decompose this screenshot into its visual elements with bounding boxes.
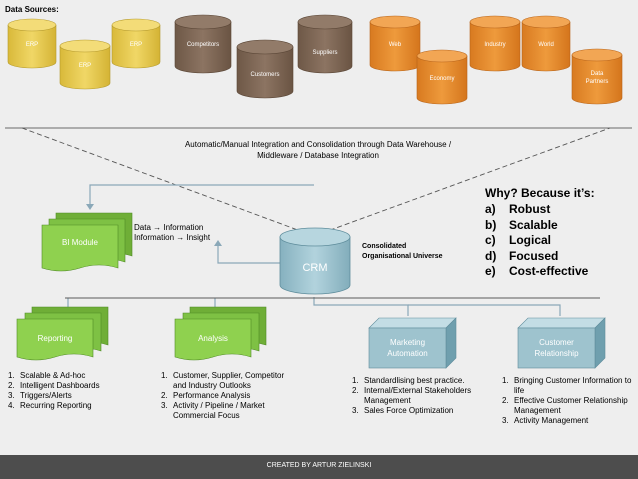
footer-bar [0,455,638,479]
list-item: 3.Triggers/Alerts [8,391,72,400]
why-item: Scalable [509,217,558,232]
analysis-label: Analysis [198,334,228,343]
connector-lines [67,184,561,316]
source-label-erp-1: ERP [25,42,39,48]
why-item: Cost-effective [509,264,589,278]
data-sources-title: Data Sources: [5,5,59,14]
why-item: Logical [509,233,552,247]
why-letter: c) [485,233,496,247]
integration-funnel [21,127,611,237]
list-item: 2.Internal/External Stakeholders Managem… [352,386,472,405]
source-industry [469,15,521,72]
list-item: 2.Effective Customer Relationship Manage… [502,396,628,415]
footer-credit: CREATED BY ARTUR ZIELINSKI [266,462,372,469]
why-letter: a) [485,202,496,216]
arrow-transform [214,240,222,246]
reporting-label: Reporting [37,334,73,343]
source-competitors [174,14,232,74]
list-item: 3.Activity / Pipeline / Market Commercia… [161,401,265,420]
customer-relationship-list: 1.Bringing Customer Information to life … [502,376,634,426]
marketing-list: 1.Standardlising best practice. 2.Intern… [352,376,484,416]
list-item: 1.Customer, Supplier, Competitor and Ind… [161,371,285,390]
source-label-suppliers: Suppliers [312,50,338,56]
source-label-web: Web [388,42,402,48]
list-item: 3.Sales Force Optimization [352,406,454,415]
customer-relationship-label: Customer Relationship [534,338,579,358]
list-item: 1.Standardlising best practice. [352,376,465,385]
source-label-industry: Industry [484,42,506,48]
why-list: a)Robust b)Scalable c)Logical d)Focused … [485,202,588,280]
source-label-economy: Economy [429,76,455,82]
source-data-partners [571,48,623,105]
analysis-list: 1.Customer, Supplier, Competitor and Ind… [161,371,286,421]
list-item: 3.Activity Management [502,416,589,425]
integration-text: Automatic/Manual Integration and Consoli… [184,140,452,160]
crm-label: CRM [302,262,328,274]
source-web [369,15,421,72]
source-label-erp-3: ERP [129,42,143,48]
reporting-stack [16,306,109,361]
list-item: 2.Intelligent Dashboards [8,381,100,390]
transform-text: Data → Information Information → Insight [134,223,210,243]
source-label-data-partners: Data Partners [585,71,609,85]
source-label-competitors: Competitors [186,42,220,48]
list-item: 2.Performance Analysis [161,391,251,400]
why-letter: d) [485,248,497,263]
bi-module-stack [41,212,133,272]
list-item: 1.Scalable & Ad-hoc [8,371,86,380]
transform-line-2: Information → Insight [134,233,211,242]
source-world [521,15,571,72]
customer-relationship-box [517,317,606,369]
source-label-world: World [538,42,554,48]
why-title: Why? Because it’s: [485,186,595,200]
marketing-automation-box [368,317,457,369]
analysis-stack [174,306,267,361]
bi-module-label: BI Module [61,238,99,247]
arrow-bi [86,204,94,210]
marketing-automation-label: Marketing Automation [387,338,428,358]
source-label-customers: Customers [250,72,280,78]
source-suppliers [297,14,353,74]
why-item: Focused [509,248,559,263]
why-item: Robust [509,202,551,216]
transform-line-1: Data → Information [134,223,204,232]
source-erp-3 [111,18,161,69]
source-label-erp-2: ERP [78,63,92,69]
universe-text: Consolidated Organisational Universe [362,243,443,260]
reporting-list: 1.Scalable & Ad-hoc 2.Intelligent Dashbo… [8,371,158,411]
source-erp-1 [7,18,57,69]
list-item: 1.Bringing Customer Information to life [502,376,632,395]
source-economy [416,49,468,105]
source-erp-2 [59,39,111,90]
why-letter: b) [485,217,497,232]
why-letter: e) [485,264,496,278]
list-item: 4.Recurring Reporting [8,401,92,410]
crm-cylinder [279,227,351,295]
source-customers [236,39,294,99]
